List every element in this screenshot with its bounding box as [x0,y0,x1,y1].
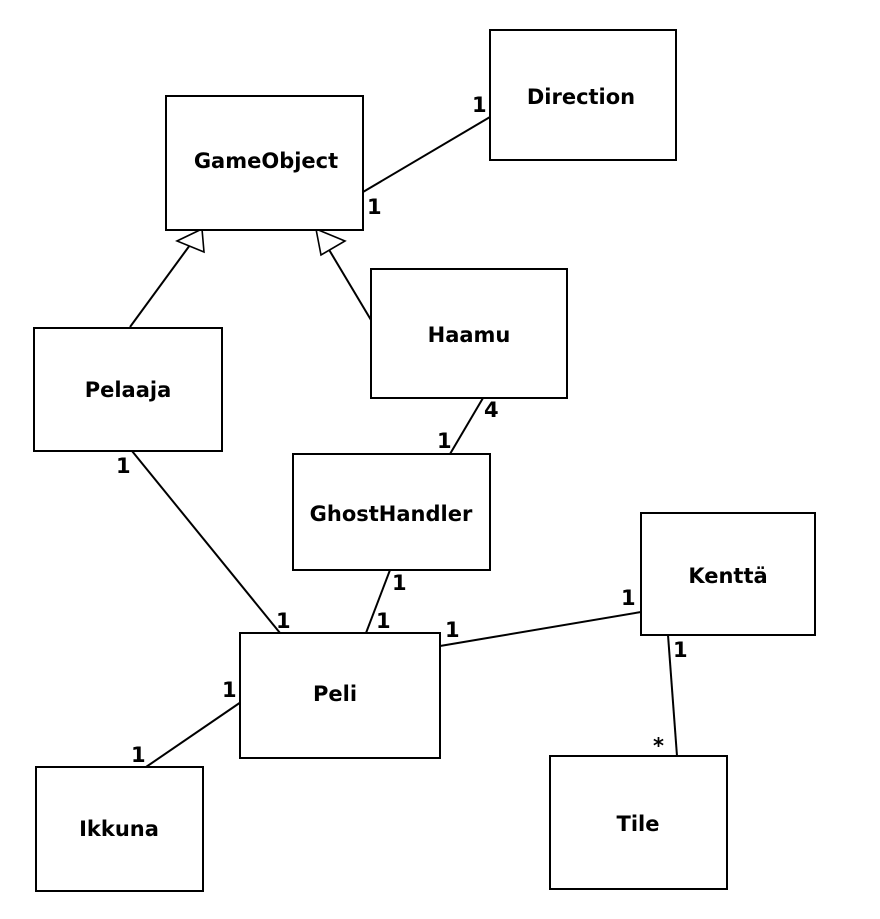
class-ghosthandler[interactable]: GhostHandler [292,453,491,571]
mult-peli-kentta-at-peli: 1 [445,618,460,642]
mult-gameobject-direction-at-direction: 1 [472,93,487,117]
assoc-peli-ikkuna [145,701,242,768]
generalization-pelaaja-gameobject [129,244,191,328]
class-gameobject-name: GameObject [194,149,338,173]
class-kentta[interactable]: Kenttä [640,512,816,636]
mult-kentta-tile-at-tile: * [653,734,664,758]
mult-ghosthandler-peli-at-ghosthandler: 1 [392,571,407,595]
class-gameobject[interactable]: GameObject [165,95,364,231]
class-pelaaja[interactable]: Pelaaja [33,327,223,452]
assoc-peli-kentta [439,611,642,647]
class-haamu[interactable]: Haamu [370,268,568,399]
class-pelaaja-name: Pelaaja [85,378,172,402]
class-haamu-name: Haamu [428,323,511,347]
mult-ghosthandler-peli-at-peli: 1 [376,609,391,633]
class-tile[interactable]: Tile [549,755,728,890]
mult-gameobject-direction-at-gameobject: 1 [367,195,382,219]
class-direction-name: Direction [527,85,635,109]
generalization-arrowhead-pelaaja [175,227,205,254]
assoc-kentta-tile [667,634,678,757]
mult-pelaaja-peli-at-peli: 1 [276,609,291,633]
mult-pelaaja-peli-at-pelaaja: 1 [116,454,131,478]
class-peli[interactable]: Peli [239,632,441,759]
assoc-gameobject-direction [362,116,491,193]
class-peli-name: Peli [313,682,357,706]
mult-haamu-ghosthandler-at-ghosthandler: 1 [437,429,452,453]
generalization-arrowhead-haamu [314,227,347,257]
assoc-haamu-ghosthandler [449,397,484,455]
class-tile-name: Tile [617,812,660,836]
mult-peli-ikkuna-at-peli: 1 [222,678,237,702]
class-direction[interactable]: Direction [489,29,677,161]
class-ikkuna-name: Ikkuna [79,817,159,841]
mult-kentta-tile-at-kentta: 1 [673,638,688,662]
class-kentta-name: Kenttä [688,564,767,588]
class-ghosthandler-name: GhostHandler [310,502,473,526]
generalization-haamu-gameobject [327,247,372,321]
assoc-pelaaja-peli [131,450,281,634]
mult-peli-kentta-at-kentta: 1 [621,586,636,610]
class-ikkuna[interactable]: Ikkuna [35,766,204,892]
mult-haamu-ghosthandler-at-haamu: 4 [484,398,499,422]
assoc-ghosthandler-peli [365,569,391,634]
mult-peli-ikkuna-at-ikkuna: 1 [131,743,146,767]
